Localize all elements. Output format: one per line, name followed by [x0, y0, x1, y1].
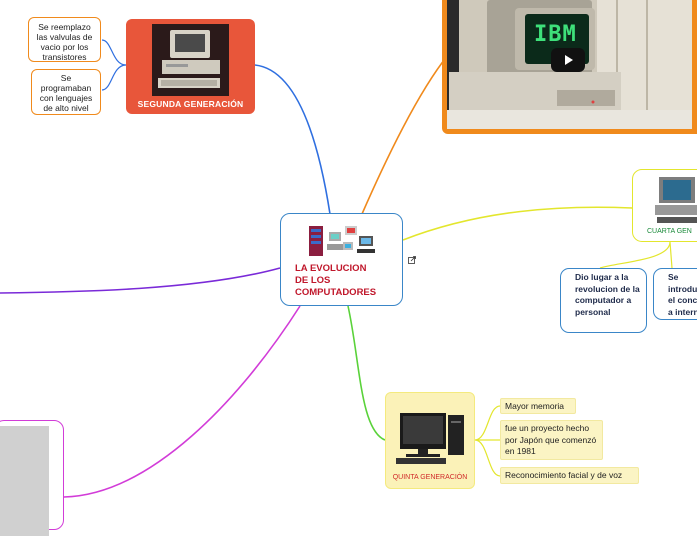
video-node[interactable]: IBM: [442, 0, 697, 134]
branch-lines: [0, 39, 673, 498]
branch-left-pink: [63, 305, 301, 498]
quinta-note-memoria[interactable]: Mayor memoria: [500, 398, 576, 414]
note-text: Dio lugar a la revolucion de la computad…: [575, 272, 640, 317]
connector-cuarta-notes: [599, 241, 673, 269]
branch-left-purple: [0, 267, 281, 294]
branch-cuarta: [402, 206, 633, 241]
computer-image: [152, 24, 229, 96]
external-link-icon[interactable]: [408, 256, 416, 264]
computer-image: [655, 177, 697, 223]
central-topic[interactable]: LA EVOLUCION DE LOS COMPUTADORES: [280, 213, 403, 306]
cuarta-generacion-label: CUARTA GEN: [647, 228, 692, 235]
play-button[interactable]: [551, 48, 585, 72]
video-thumbnail: IBM: [447, 0, 692, 129]
branch-quinta: [347, 305, 386, 441]
branch-segunda: [254, 64, 331, 215]
quinta-note-reconocimiento[interactable]: Reconocimiento facial y de voz: [500, 467, 639, 484]
quinta-generacion-label: QUINTA GENERACIÓN: [392, 474, 468, 481]
connector-segunda-notes: [101, 39, 127, 91]
ibm-screen-text: IBM: [534, 22, 577, 47]
offscreen-node[interactable]: [0, 420, 64, 536]
note-text: Se introdu el conce a intern: [668, 272, 697, 317]
note-text: Reconocimiento facial y de voz: [505, 470, 623, 480]
quinta-generacion-node[interactable]: QUINTA GENERACIÓN: [385, 392, 475, 489]
note-text: fue un proyecto hecho por Japón que come…: [505, 423, 597, 456]
quinta-note-japon[interactable]: fue un proyecto hecho por Japón que come…: [500, 420, 603, 460]
branch-video: [361, 54, 449, 215]
offscreen-node-image: [0, 426, 49, 536]
segunda-generacion-label: SEGUNDA GENERACIÓN: [137, 99, 244, 109]
computers-clipart-icon: [309, 226, 375, 256]
play-icon: [565, 55, 573, 65]
segunda-generacion-node[interactable]: SEGUNDA GENERACIÓN: [126, 19, 255, 114]
computer-image: [396, 413, 464, 464]
ibm-computer-image: [447, 0, 692, 129]
cuarta-generacion-node[interactable]: CUARTA GEN: [632, 169, 697, 242]
note-text: Se reemplazo las valvulas de vacio por l…: [36, 22, 93, 62]
connector-quinta-notes: [474, 405, 501, 477]
note-text: Mayor memoria: [505, 401, 565, 411]
segunda-note-lenguajes[interactable]: Se programaban con lenguajes de alto niv…: [31, 69, 101, 115]
cuarta-note-internet[interactable]: Se introdu el conce a intern: [653, 268, 697, 320]
cuarta-note-computadora-personal[interactable]: Dio lugar a la revolucion de la computad…: [560, 268, 647, 333]
segunda-note-transistores[interactable]: Se reemplazo las valvulas de vacio por l…: [28, 17, 101, 62]
central-topic-title: LA EVOLUCION DE LOS COMPUTADORES: [295, 263, 377, 298]
note-text: Se programaban con lenguajes de alto niv…: [39, 73, 93, 113]
